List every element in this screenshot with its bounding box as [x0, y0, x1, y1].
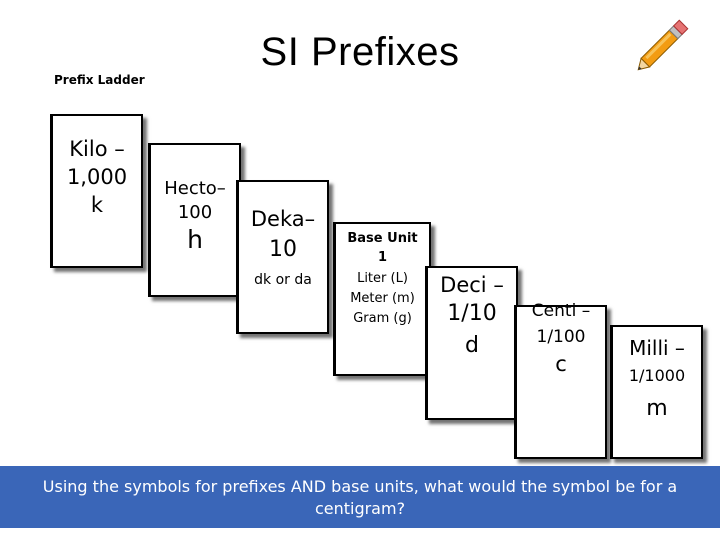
deci-symbol: d: [465, 333, 479, 358]
kilo-value: 1,000: [66, 165, 128, 189]
deka-value: 10: [269, 237, 297, 262]
centi-symbol: c: [555, 352, 567, 376]
prefix-ladder-label: Prefix Ladder: [54, 73, 145, 87]
pencil-icon: [637, 19, 689, 71]
question-banner: Using the symbols for prefixes AND base …: [0, 466, 720, 528]
base-meter: Meter (m): [350, 291, 415, 306]
base-value: 1: [377, 250, 388, 265]
deci-name: Deci –: [440, 273, 504, 297]
deci-value: 1/10: [447, 301, 497, 326]
question-line-2: centigram?: [314, 499, 406, 518]
deka-symbol: dk or da: [254, 272, 312, 288]
centi-name: Centi –: [531, 301, 591, 321]
hecto-name: Hecto–: [164, 178, 226, 199]
slide-title: SI Prefixes: [260, 30, 460, 74]
step-milli: Milli – 1/1000 m: [610, 325, 703, 459]
kilo-symbol: k: [90, 193, 104, 217]
kilo-name: Kilo –: [69, 137, 125, 161]
base-gram: Gram (g): [353, 311, 412, 326]
question-line-1: Using the symbols for prefixes AND base …: [42, 477, 678, 496]
step-deci: Deci – 1/10 d: [425, 266, 518, 420]
centi-value: 1/100: [536, 327, 586, 347]
step-deka: Deka– 10 dk or da: [236, 180, 329, 334]
deka-name: Deka–: [250, 207, 316, 231]
hecto-value: 100: [177, 202, 213, 223]
milli-name: Milli –: [629, 336, 685, 360]
step-hecto: Hecto– 100 h: [148, 143, 241, 297]
milli-value: 1/1000: [628, 366, 686, 385]
step-centi: Centi – 1/100 c: [514, 301, 607, 459]
milli-symbol: m: [646, 396, 668, 421]
step-kilo: Kilo – 1,000 k: [50, 114, 143, 268]
base-name: Base Unit: [347, 231, 418, 246]
hecto-symbol: h: [187, 225, 203, 254]
step-base-unit: Base Unit 1 Liter (L) Meter (m) Gram (g): [333, 222, 431, 376]
base-liter: Liter (L): [357, 271, 408, 286]
